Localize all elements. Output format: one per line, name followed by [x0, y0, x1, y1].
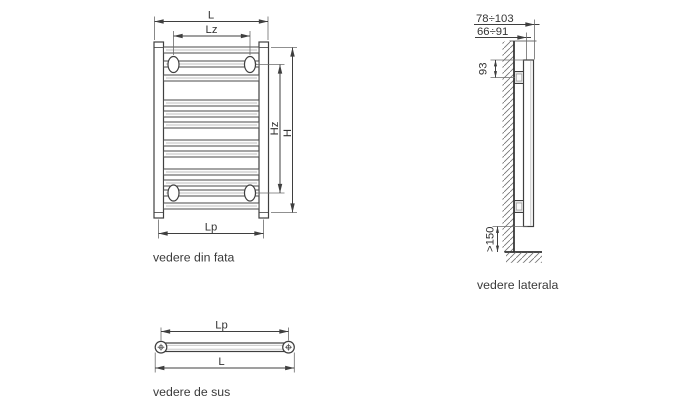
dim-label-floor-clearance: >150 — [485, 227, 497, 252]
wall-bracket-top — [514, 71, 524, 84]
front-view: L Lz Hz H Lp veder — [153, 10, 297, 265]
dim-connection-width: Lz — [173, 24, 251, 55]
caption-front-view: vedere din fata — [153, 251, 235, 265]
right-collector — [258, 41, 270, 219]
dim-label-Lz: Lz — [206, 24, 218, 36]
connection-port-top-right — [243, 55, 257, 74]
collector-end-right — [282, 340, 295, 354]
side-view: 78÷103 66÷91 93 >150 vedere laterala — [474, 13, 559, 292]
connection-port-bottom-left — [167, 184, 180, 202]
caption-top-view: vedere de sus — [153, 385, 230, 399]
dim-connection-height: Hz — [256, 64, 285, 194]
dim-label-bracket-offset: 93 — [478, 63, 490, 76]
wall-hatching — [502, 41, 514, 252]
dim-floor-clearance: >150 — [485, 226, 528, 252]
dim-overall-height: H — [271, 47, 297, 213]
floor-hatching — [506, 252, 542, 263]
dim-label-H: H — [282, 129, 294, 137]
radiator-top-profile — [160, 342, 290, 353]
wall-bracket-bottom — [514, 200, 524, 213]
dim-collector-width-top: Lp — [160, 320, 289, 341]
dim-label-wall-offset-min: 66÷91 — [477, 26, 508, 38]
dim-overall-width-front: L — [154, 10, 269, 40]
caption-side-view: vedere laterala — [477, 278, 559, 292]
dim-label-wall-offset-max: 78÷103 — [476, 13, 514, 25]
tube-rows — [163, 46, 260, 210]
dim-collector-width-front: Lp — [158, 219, 264, 239]
connection-port-bottom-right — [243, 184, 257, 202]
connection-port-top-left — [167, 55, 180, 74]
dim-label-Lp-top: Lp — [215, 320, 228, 332]
dim-label-L-front: L — [208, 10, 214, 22]
radiator-profile — [522, 59, 535, 228]
left-collector — [153, 41, 165, 219]
top-view: Lp L vedere de sus — [153, 320, 295, 399]
dim-overall-width-top: L — [154, 352, 295, 373]
dim-label-Hz: Hz — [269, 121, 281, 135]
dim-label-L-top: L — [218, 356, 224, 368]
dim-wall-to-outer-face: 78÷103 — [474, 13, 540, 60]
collector-end-left — [154, 340, 168, 354]
dim-top-to-bracket: 93 — [478, 59, 524, 78]
dim-wall-to-axis: 66÷91 — [475, 26, 531, 60]
dim-label-Lp-front: Lp — [205, 222, 218, 234]
